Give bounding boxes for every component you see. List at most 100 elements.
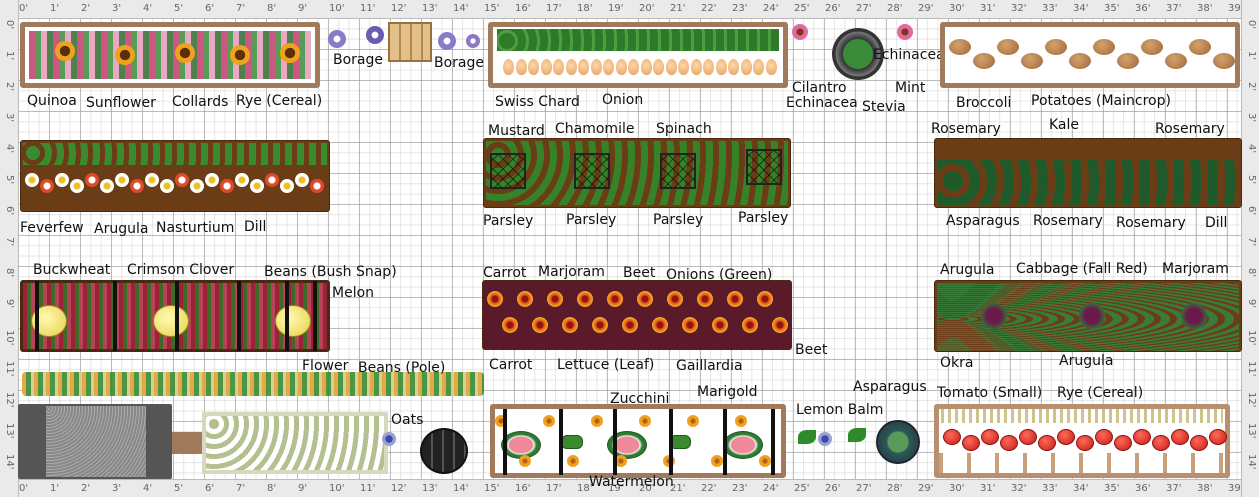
row-beans-pole[interactable] bbox=[22, 372, 484, 396]
ruler-tick-label: 37' bbox=[1166, 483, 1182, 494]
tomato-icon bbox=[962, 435, 980, 451]
label-watermelon: Watermelon bbox=[589, 474, 674, 490]
bed-feverfew-arugula[interactable] bbox=[20, 140, 330, 212]
ruler-tick-label: 31' bbox=[980, 483, 996, 494]
ruler-tick-label: 20' bbox=[639, 3, 655, 14]
label-rosemary-1: Rosemary bbox=[931, 121, 1001, 137]
cloche-2[interactable] bbox=[574, 153, 610, 189]
ruler-tick-label: 12' bbox=[4, 392, 15, 408]
ruler-tick-label: 17' bbox=[546, 483, 562, 494]
ruler-tick-label: 14' bbox=[4, 454, 15, 470]
ruler-tick-label: 39' bbox=[1228, 3, 1244, 14]
tomato-icon bbox=[1095, 429, 1113, 445]
label-swiss-chard: Swiss Chard bbox=[495, 94, 580, 110]
ruler-tick-label: 19' bbox=[608, 483, 624, 494]
wood-bench[interactable] bbox=[172, 432, 202, 454]
tomato-icon bbox=[981, 429, 999, 445]
bed-broccoli-potatoes[interactable] bbox=[940, 22, 1240, 88]
bed-tomato-rye[interactable] bbox=[934, 404, 1230, 478]
trellis-stake bbox=[175, 281, 179, 351]
ruler-tick-label: 36' bbox=[1135, 483, 1151, 494]
asparagus-pot[interactable] bbox=[876, 420, 920, 464]
borage-icon bbox=[438, 32, 456, 50]
ruler-tick-label: 7' bbox=[4, 237, 15, 247]
label-nasturtium: Nasturtium bbox=[156, 220, 235, 236]
ruler-tick-label: 2' bbox=[1246, 82, 1257, 92]
bed-buckwheat-melon[interactable] bbox=[20, 280, 330, 352]
ruler-tick-label: 33' bbox=[1042, 3, 1058, 14]
bed-mustard-spinach[interactable] bbox=[483, 138, 791, 208]
echinacea-icon bbox=[897, 24, 913, 40]
patio-gravel bbox=[46, 406, 146, 477]
label-broccoli: Broccoli bbox=[956, 95, 1012, 111]
label-beans-bush: Beans (Bush Snap) bbox=[264, 264, 397, 280]
label-lemon-balm: Lemon Balm bbox=[796, 402, 884, 418]
ruler-tick-label: 16' bbox=[515, 483, 531, 494]
ruler-tick-label: 22' bbox=[701, 483, 717, 494]
ruler-tick-label: 6' bbox=[4, 206, 15, 216]
ruler-tick-label: 19' bbox=[608, 3, 624, 14]
ruler-tick-label: 7' bbox=[1246, 237, 1257, 247]
sunflower-icon bbox=[280, 43, 300, 63]
gaillardia-icon bbox=[607, 291, 623, 307]
feverfew-icon bbox=[145, 173, 159, 187]
bed-okra-cabbage[interactable] bbox=[934, 280, 1242, 352]
bed-oats[interactable] bbox=[202, 412, 388, 474]
potato-icon bbox=[997, 39, 1019, 55]
borage-icon bbox=[366, 26, 384, 44]
label-arugula-1: Arugula bbox=[94, 221, 149, 237]
cloche-3[interactable] bbox=[660, 153, 696, 189]
potato-icon bbox=[973, 53, 995, 69]
label-mustard: Mustard bbox=[488, 123, 545, 139]
label-beans-pole: Beans (Pole) bbox=[358, 360, 446, 376]
herb-planter-pot[interactable] bbox=[832, 28, 884, 80]
ruler-tick-label: 34' bbox=[1073, 483, 1089, 494]
watermelon-icon bbox=[723, 431, 763, 459]
gaillardia-icon bbox=[637, 291, 653, 307]
bed-watermelon-zucchini[interactable] bbox=[490, 404, 786, 478]
potato-row bbox=[949, 31, 1235, 79]
label-parsley-1: Parsley bbox=[483, 213, 534, 229]
marigold-icon bbox=[759, 455, 771, 467]
bed-swiss-chard-onion[interactable] bbox=[488, 22, 788, 88]
label-beet-1: Beet bbox=[623, 265, 656, 281]
potato-icon bbox=[1165, 53, 1187, 69]
gaillardia-icon bbox=[547, 291, 563, 307]
feverfew-icon bbox=[25, 173, 39, 187]
label-quinoa: Quinoa bbox=[27, 93, 77, 109]
bed-rosemary-kale[interactable] bbox=[934, 138, 1242, 208]
ruler-tick-label: 9' bbox=[298, 3, 308, 14]
ruler-tick-label: 10' bbox=[1246, 330, 1257, 346]
ruler-tick-label: 11' bbox=[1246, 361, 1257, 377]
label-flower: Flower bbox=[302, 358, 349, 374]
gaillardia-icon bbox=[562, 317, 578, 333]
gaillardia-icon bbox=[487, 291, 503, 307]
onion-icon bbox=[665, 59, 677, 75]
tomato-icon bbox=[1038, 435, 1056, 451]
ruler-tick-label: 1' bbox=[50, 3, 60, 14]
feverfew-icon bbox=[160, 179, 174, 193]
sprinkler-icon[interactable] bbox=[818, 432, 832, 446]
cloche-4[interactable] bbox=[746, 149, 782, 185]
ruler-tick-label: 9' bbox=[298, 483, 308, 494]
sprinkler-icon[interactable] bbox=[382, 432, 396, 446]
wooden-crate[interactable] bbox=[388, 22, 432, 62]
ruler-tick-label: 28' bbox=[887, 483, 903, 494]
compost-bin[interactable] bbox=[420, 428, 468, 474]
label-rosemary-3: Rosemary bbox=[1033, 213, 1103, 229]
ruler-tick-label: 1' bbox=[4, 51, 15, 61]
ruler-tick-label: 16' bbox=[515, 3, 531, 14]
label-cabbage: Cabbage (Fall Red) bbox=[1016, 261, 1148, 277]
ruler-tick-label: 4' bbox=[4, 144, 15, 154]
onion-row bbox=[503, 57, 777, 77]
bed-carrot-beet[interactable] bbox=[482, 280, 792, 350]
cloche-1[interactable] bbox=[490, 153, 526, 189]
ruler-tick-label: 11' bbox=[360, 483, 376, 494]
bed-quinoa-sunflower[interactable] bbox=[20, 22, 320, 88]
tomato-icon bbox=[1133, 429, 1151, 445]
tomato-icon bbox=[1209, 429, 1227, 445]
gaillardia-icon bbox=[622, 317, 638, 333]
ruler-tick-label: 15' bbox=[484, 3, 500, 14]
potato-icon bbox=[949, 39, 971, 55]
